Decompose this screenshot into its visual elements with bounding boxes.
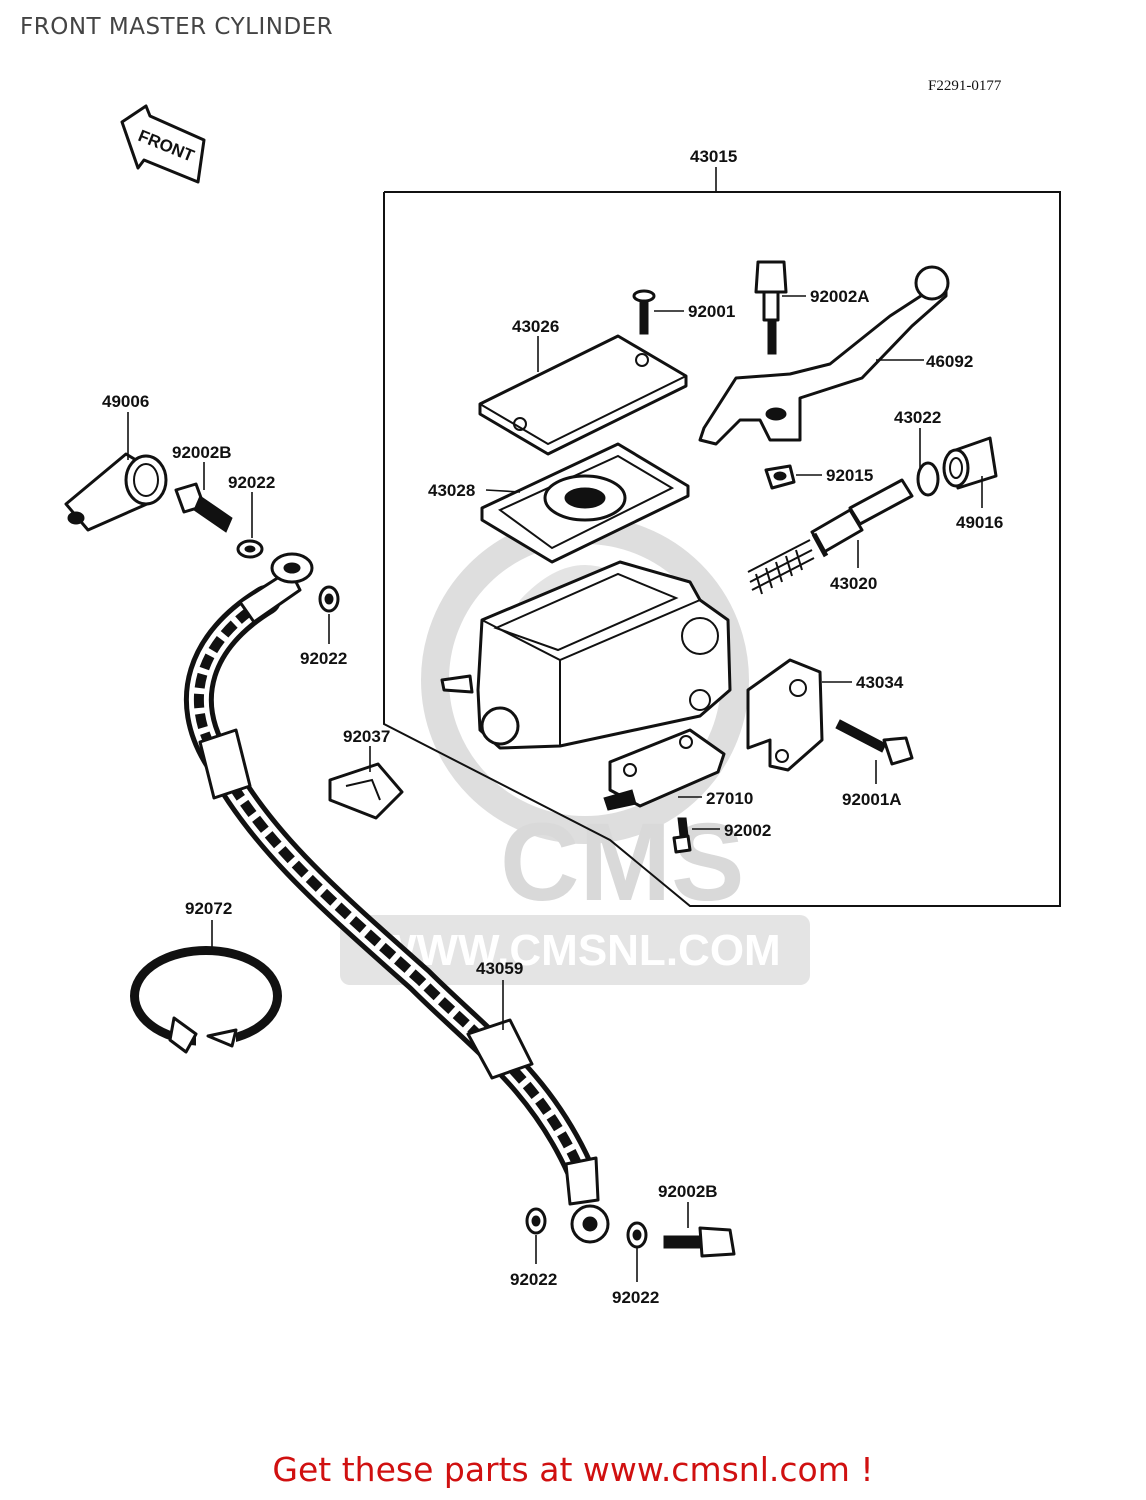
banjo-bolt-top — [174, 482, 233, 533]
front-arrow-icon: FRONT — [120, 104, 206, 184]
part-label-43059: 43059 — [476, 959, 523, 978]
part-label-92002b-top: 92002B — [172, 443, 232, 462]
assembly-frame-43015 — [383, 167, 1061, 907]
part-label-43034: 43034 — [856, 673, 904, 692]
circlip-43022 — [916, 461, 940, 497]
part-label-92002a: 92002A — [810, 287, 870, 306]
leader-lines — [127, 295, 983, 1282]
part-labels: 43015 92001 92002A 43026 46092 49006 430… — [102, 147, 1003, 1307]
part-label-92015: 92015 — [826, 466, 873, 485]
part-label-43015: 43015 — [690, 147, 737, 166]
brake-hose — [183, 552, 610, 1244]
washer-top-1 — [236, 539, 264, 559]
pivot-bolt-92002a — [754, 260, 788, 355]
banjo-bolt-bottom — [663, 1226, 736, 1258]
clamp-holder — [746, 658, 824, 772]
screw-92001 — [632, 289, 656, 335]
reservoir-cap — [478, 334, 688, 456]
part-label-49016: 49016 — [956, 513, 1003, 532]
watermark-url: WWW.CMSNL.COM — [375, 926, 781, 975]
part-label-92001a: 92001A — [842, 790, 902, 809]
parts-diagram: CMS WWW.CMSNL.COM FRONT — [64, 104, 1061, 1307]
part-label-43020: 43020 — [830, 574, 877, 593]
clamp-band — [130, 946, 282, 1060]
bushing-49016 — [942, 436, 998, 490]
brake-lever — [698, 265, 950, 446]
watermark-logo: CMS — [500, 801, 744, 924]
master-cylinder-body — [440, 560, 732, 750]
part-label-43028: 43028 — [428, 481, 475, 500]
part-label-92022-c: 92022 — [510, 1270, 557, 1289]
part-label-92001: 92001 — [688, 302, 735, 321]
part-label-43026: 43026 — [512, 317, 559, 336]
part-label-49006: 49006 — [102, 392, 149, 411]
screw-92002 — [672, 817, 692, 854]
hose-guide — [328, 762, 404, 820]
diagram-code: F2291-0177 — [928, 78, 1002, 94]
brake-switch — [603, 728, 726, 811]
piston-assembly — [747, 478, 914, 595]
part-label-92022-b: 92022 — [300, 649, 347, 668]
washer-bottom-2 — [626, 1221, 648, 1249]
diaphragm — [480, 442, 690, 564]
part-label-92072: 92072 — [185, 899, 232, 918]
washer-bottom-1 — [525, 1207, 547, 1235]
nut-92015 — [764, 464, 796, 490]
part-label-92002: 92002 — [724, 821, 771, 840]
part-label-92022-d: 92022 — [612, 1288, 659, 1307]
bolt-92001a — [835, 719, 914, 766]
shop-link[interactable]: Get these parts at www.cmsnl.com ! — [272, 1450, 874, 1489]
banjo-fitting-49006 — [64, 452, 168, 532]
part-label-27010: 27010 — [706, 789, 753, 808]
watermark-banner — [340, 915, 810, 985]
part-label-92002b-bottom: 92002B — [658, 1182, 718, 1201]
part-label-92037: 92037 — [343, 727, 390, 746]
page-title: FRONT MASTER CYLINDER — [20, 14, 334, 40]
part-label-92022-a: 92022 — [228, 473, 275, 492]
washer-top-2 — [318, 585, 340, 613]
part-label-43022: 43022 — [894, 408, 941, 427]
part-label-46092: 46092 — [926, 352, 973, 371]
